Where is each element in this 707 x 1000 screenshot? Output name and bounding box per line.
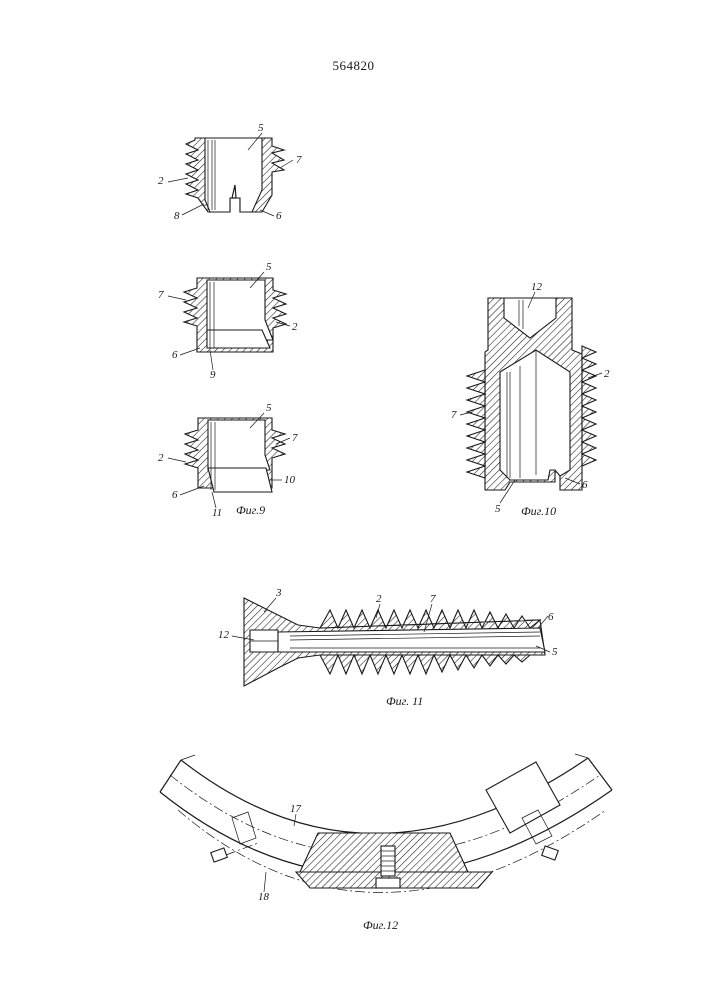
fig9-top-ref-2: 2 xyxy=(158,175,164,187)
fig9-middle-ref-7: 7 xyxy=(158,289,164,301)
fig9-top-plug xyxy=(186,138,284,212)
fig9-middle-plug xyxy=(184,278,286,352)
fig10-ref-12: 12 xyxy=(531,281,543,293)
fig10-ref-6: 6 xyxy=(582,479,588,491)
fig9-caption: Фиг.9 xyxy=(236,503,265,517)
fig9-middle-ref-9: 9 xyxy=(210,369,216,381)
fig11-screw xyxy=(244,598,545,686)
fig9-middle-ref-2: 2 xyxy=(292,321,298,333)
fig10-ref-5: 5 xyxy=(495,503,501,515)
fig9-top-ref-6: 6 xyxy=(276,210,282,222)
fig10-ref-7: 7 xyxy=(451,409,457,421)
fig11-ref-2: 2 xyxy=(376,593,382,605)
fig9-bottom-ref-2: 2 xyxy=(158,452,164,464)
fig11-ref-3: 3 xyxy=(275,587,282,599)
fig10-screw-plug xyxy=(467,298,596,490)
fig9-top-ref-8: 8 xyxy=(174,210,180,222)
fig12-ref-17: 17 xyxy=(290,803,302,815)
fig11-ref-7: 7 xyxy=(430,593,436,605)
fig9-bottom-ref-6: 6 xyxy=(172,489,178,501)
fig11-ref-6: 6 xyxy=(548,611,554,623)
fig11-ref-12: 12 xyxy=(218,629,230,641)
fig9-top-ref-5: 5 xyxy=(258,122,264,134)
fig11-ref-5: 5 xyxy=(552,646,558,658)
fig9-middle-ref-5: 5 xyxy=(266,261,272,273)
fig10-ref-2: 2 xyxy=(604,368,610,380)
fig9-middle-ref-6: 6 xyxy=(172,349,178,361)
fig12-ref-18: 18 xyxy=(258,891,270,903)
fig12-caption: Фиг.12 xyxy=(363,918,398,932)
fig9-bottom-ref-11: 11 xyxy=(212,507,222,519)
fig9-bottom-ref-5: 5 xyxy=(266,402,272,414)
fig9-bottom-plug xyxy=(185,418,285,492)
fig9-bottom-ref-10: 10 xyxy=(284,474,296,486)
fig12-ring-assembly xyxy=(160,754,612,893)
fig9-bottom-ref-7: 7 xyxy=(292,432,298,444)
fig10-caption: Фиг.10 xyxy=(521,504,556,518)
fig11-caption: Фиг. 11 xyxy=(386,694,423,708)
fig9-top-ref-7: 7 xyxy=(296,154,302,166)
